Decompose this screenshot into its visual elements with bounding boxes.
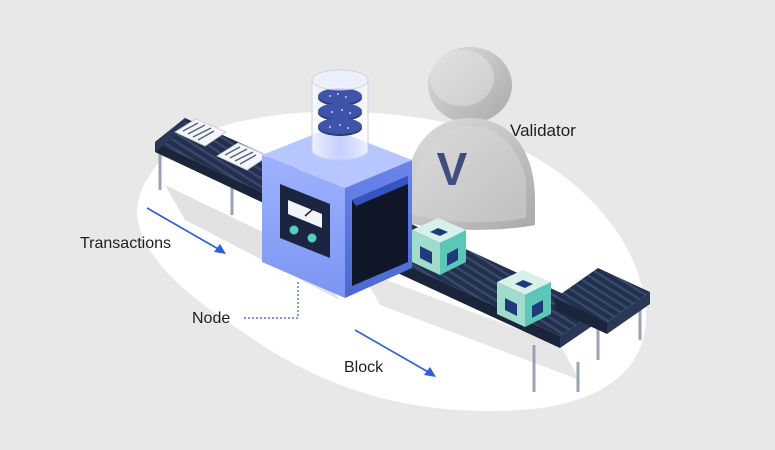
block-cube-icon [412,218,466,275]
validator-person-icon [405,47,535,230]
belt-shadow-right [360,270,580,380]
end-conveyor-belt [555,268,650,334]
block-label: Block [344,359,384,376]
validator-badge: V [437,143,468,195]
block-cube-icon [497,270,551,327]
document-icon [174,118,227,147]
node-connector-line [244,282,299,319]
transactions-label: Transactions [80,235,171,252]
gauge-icon [288,200,322,243]
validator-label: Validator [510,121,576,140]
transactions-arrow [146,207,226,254]
database-icon [311,69,369,161]
node-label: Node [192,310,230,327]
node-machine [262,128,412,298]
block-arrow [354,329,436,377]
